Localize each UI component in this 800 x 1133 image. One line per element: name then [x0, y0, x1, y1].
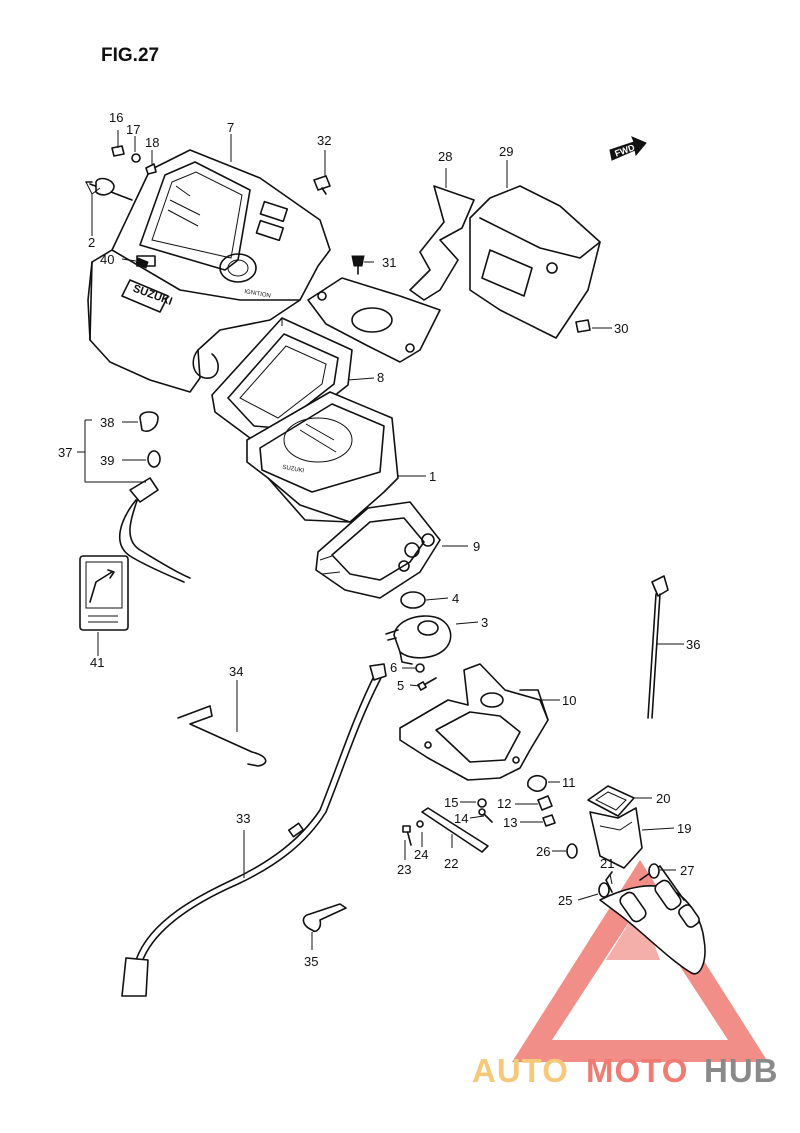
callout-2: 2: [88, 235, 95, 250]
callout-3: 3: [481, 615, 488, 630]
callout-33: 33: [236, 811, 250, 826]
bolt-part-31: [351, 255, 365, 275]
washer-part-6: [415, 663, 425, 673]
meter-bracket-part-28: [307, 185, 475, 363]
bolt-part-23: [402, 825, 412, 846]
callout-numbers: 1 2 3 4 5 6 7 8 9 10 11 12 13 14 15 16 1…: [58, 110, 700, 969]
o-ring-part-4: [400, 591, 426, 609]
washer-part-15: [477, 798, 487, 808]
callout-14: 14: [454, 811, 468, 826]
callout-1: 1: [429, 469, 436, 484]
indicator-harness-part-37: [119, 477, 191, 583]
callout-9: 9: [473, 539, 480, 554]
callout-12: 12: [497, 796, 511, 811]
callout-23: 23: [397, 862, 411, 877]
caution-label-part-41: [79, 555, 129, 631]
bolt-part-32: [313, 175, 331, 195]
meter-assembly-part-1: SUZUKI: [246, 391, 399, 523]
callout-28: 28: [438, 149, 452, 164]
callout-11: 11: [562, 775, 576, 790]
meter-bracket-part-10: [399, 663, 549, 781]
callout-10: 10: [562, 693, 576, 708]
callout-34: 34: [229, 664, 243, 679]
callout-29: 29: [499, 144, 513, 159]
callout-13: 13: [503, 815, 517, 830]
tripmeter-knob-part-2: [85, 177, 133, 201]
meter-cover-part-29: [469, 185, 601, 339]
callout-19: 19: [677, 821, 691, 836]
callout-37: 37: [58, 445, 72, 460]
callout-4: 4: [452, 591, 459, 606]
indicator-socket-part-20: [587, 785, 635, 817]
speedometer-gearbox-part-3: [385, 615, 452, 665]
screw-part-16: [111, 145, 125, 157]
clip-part-35: [302, 903, 347, 933]
lens-part-40: [135, 257, 149, 269]
callout-15: 15: [444, 795, 458, 810]
callout-5: 5: [397, 678, 404, 693]
callout-22: 22: [444, 856, 458, 871]
nut-part-13: [542, 814, 556, 827]
callout-32: 32: [317, 133, 331, 148]
nut-part-12: [537, 795, 553, 811]
callout-26: 26: [536, 844, 550, 859]
clamp-part-34: [177, 705, 267, 767]
bolt-part-30: [575, 319, 591, 333]
callout-17: 17: [126, 122, 140, 137]
cable-tie-part-36: [647, 575, 669, 719]
washer-part-17: [131, 153, 141, 163]
meter-gasket-part-8: [211, 317, 353, 441]
bulb-part-27: [648, 863, 660, 879]
indicator-case-part-19: [589, 807, 643, 869]
watermark-word-hub: HUB: [704, 1052, 779, 1089]
nut-part-18: [145, 163, 157, 175]
callout-16: 16: [109, 110, 123, 125]
bulb-part-26: [566, 843, 578, 859]
callout-25: 25: [558, 893, 572, 908]
callout-35: 35: [304, 954, 318, 969]
callout-7: 7: [227, 120, 234, 135]
callout-36: 36: [686, 637, 700, 652]
callout-38: 38: [100, 415, 114, 430]
meter-face-label: SUZUKI: [282, 465, 305, 475]
ignition-label: IGNITION: [244, 289, 271, 300]
bulb-part-39: [147, 450, 161, 468]
callout-30: 30: [614, 321, 628, 336]
fwd-direction-arrow: FWD: [609, 136, 647, 161]
callout-18: 18: [145, 135, 159, 150]
plate-part-22: [421, 807, 489, 853]
watermark-word-moto: MOTO: [586, 1052, 688, 1089]
washer-part-24: [416, 820, 424, 828]
callout-24: 24: [414, 847, 428, 862]
callout-27: 27: [680, 863, 694, 878]
callout-41: 41: [90, 655, 104, 670]
callout-31: 31: [382, 255, 396, 270]
callout-40: 40: [100, 252, 114, 267]
fwd-label: FWD: [613, 142, 636, 159]
callout-8: 8: [377, 370, 384, 385]
leader-lines: [77, 130, 684, 950]
socket-cap-part-38: [139, 411, 159, 433]
callout-21: 21: [600, 856, 614, 871]
watermark-word-auto: AUTO: [472, 1052, 569, 1089]
meter-lamp-harness-part-21: [599, 865, 706, 975]
callout-6: 6: [390, 660, 397, 675]
callout-39: 39: [100, 453, 114, 468]
callout-20: 20: [656, 791, 670, 806]
bulb-part-25: [598, 882, 610, 898]
bolt-part-5: [417, 677, 437, 691]
meter-lower-case-part-9: [315, 501, 441, 599]
screw-part-14: [478, 808, 493, 823]
speedometer-cable-part-33: [121, 663, 387, 997]
figure-title: FIG.27: [101, 45, 159, 66]
grommet-part-11: [527, 774, 547, 792]
